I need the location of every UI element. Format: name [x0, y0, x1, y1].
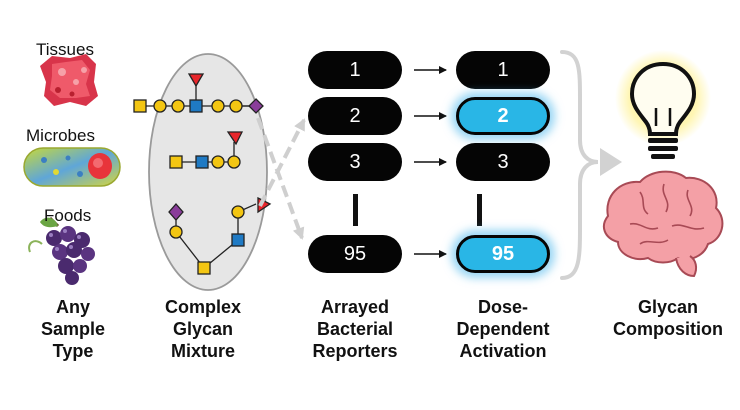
glycan-structure-1 [133, 73, 264, 114]
caption-line: Sample [40, 319, 106, 339]
brain-icon [602, 170, 724, 278]
sample-label-foods: Foods [44, 206, 92, 225]
reporter-to-activation-arrows [414, 66, 447, 258]
caption-bacterial-reporters: Arrayed Bacterial Reporters [290, 296, 420, 362]
activation-pill-3: 3 [456, 143, 550, 181]
caption-line: Mixture [170, 341, 235, 361]
reporter-pill-1: 1 [308, 51, 402, 89]
activation-pill-95-active: 95 [456, 235, 550, 273]
caption-line: Composition [613, 319, 723, 339]
caption-line: Type [52, 341, 94, 361]
glycan-to-reporter-arrows [256, 117, 306, 240]
composition-brace [560, 50, 599, 280]
caption-line: Complex [164, 297, 242, 317]
caption-line: Activation [459, 341, 547, 361]
caption-sample-type: Any Sample Type [8, 296, 138, 362]
reporter-ellipsis-dashes [353, 194, 358, 226]
caption-line: Dependent [456, 319, 550, 339]
reporter-pill-3: 3 [308, 143, 402, 181]
tissue-sample-icon [40, 54, 98, 106]
glycan-structure-2 [169, 131, 244, 169]
reporter-pill-2: 2 [308, 97, 402, 135]
composition-arrow [600, 148, 622, 176]
caption-line: Bacterial [316, 319, 394, 339]
lightbulb-icon [615, 50, 711, 159]
activation-pill-2-active: 2 [456, 97, 550, 135]
activation-pill-1: 1 [456, 51, 550, 89]
activation-ellipsis-dashes [477, 194, 482, 226]
sample-label-tissues: Tissues [36, 40, 94, 59]
sample-label-microbes: Microbes [26, 126, 95, 145]
caption-dose-activation: Dose- Dependent Activation [438, 296, 568, 362]
caption-line: Reporters [312, 341, 398, 361]
reporter-pill-95: 95 [308, 235, 402, 273]
glycan-mixture-oval [148, 53, 268, 291]
caption-line: Dose- [477, 297, 528, 317]
caption-glycan-composition: Glycan Composition [598, 296, 738, 340]
grapes-icon [28, 216, 95, 285]
caption-line: Glycan [637, 297, 699, 317]
caption-glycan-mixture: Complex Glycan Mixture [138, 296, 268, 362]
caption-line: Any [55, 297, 90, 317]
microbe-icon [23, 147, 121, 187]
caption-line: Arrayed [320, 297, 390, 317]
glycan-structure-3 [168, 196, 272, 275]
caption-line: Glycan [172, 319, 234, 339]
